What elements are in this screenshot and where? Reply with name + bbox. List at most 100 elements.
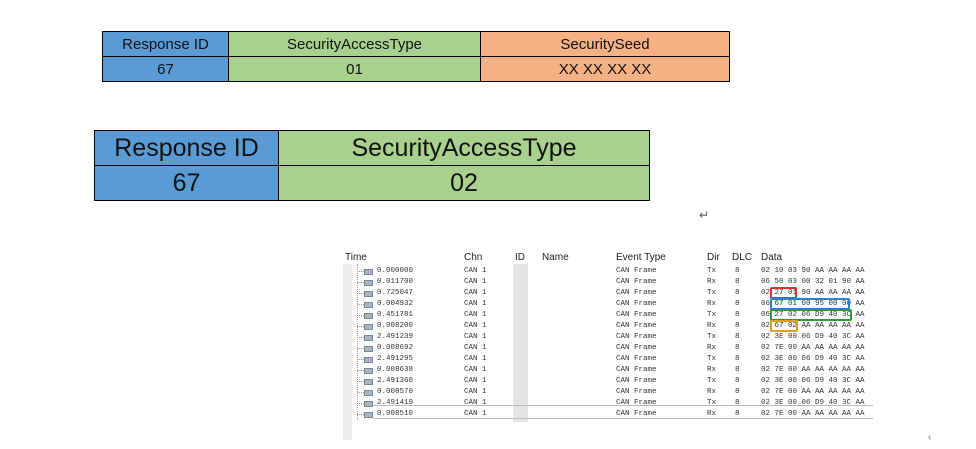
row-direction: Tx (707, 377, 717, 385)
frame-icon (364, 302, 373, 308)
row-time: 2.491239 (377, 333, 414, 341)
row-event-type: CAN Frame (616, 311, 657, 319)
tree-branch (357, 293, 364, 294)
row-direction: Rx (707, 410, 717, 418)
row-direction: Rx (707, 344, 717, 352)
value-response-id: 67 (94, 165, 279, 201)
tree-branch (357, 304, 364, 305)
header-security-access-type: SecurityAccessType (278, 130, 650, 166)
tree-branch (357, 414, 364, 415)
value-security-access-type: 02 (278, 165, 650, 201)
column-header-id[interactable]: ID (515, 252, 525, 263)
row-event-type: CAN Frame (616, 399, 657, 407)
row-channel: CAN 1 (464, 322, 487, 330)
row-data: 02 7E 00 AA AA AA AA AA (761, 388, 865, 396)
row-channel: CAN 1 (464, 311, 487, 319)
frame-icon (364, 412, 373, 418)
scroll-gutter[interactable] (343, 264, 352, 440)
column-header-event-type[interactable]: Event Type (616, 252, 666, 263)
row-time: 0.000000 (377, 267, 414, 275)
frame-icon (364, 280, 373, 286)
value-security-seed: XX XX XX XX (480, 56, 730, 82)
row-direction: Tx (707, 333, 717, 341)
row-direction: Tx (707, 399, 717, 407)
row-event-type: CAN Frame (616, 355, 657, 363)
row-data: 02 3E 00 06 D9 40 3C AA (761, 399, 865, 407)
row-time: 2.491419 (377, 399, 414, 407)
frame-icon (364, 357, 373, 363)
tree-branch (357, 403, 364, 404)
header-response-id: Response ID (94, 130, 279, 166)
frame-icon (364, 379, 373, 385)
row-data: 02 10 03 90 AA AA AA AA (761, 267, 865, 275)
value-security-access-type: 01 (228, 56, 481, 82)
row-event-type: CAN Frame (616, 344, 657, 352)
corner-mark: ‹ (928, 432, 932, 443)
frame-icon (364, 390, 373, 396)
row-channel: CAN 1 (464, 377, 487, 385)
security-seed-response-table: Response ID SecurityAccessType SecurityS… (102, 31, 730, 82)
column-header-name[interactable]: Name (542, 252, 569, 263)
row-event-type: CAN Frame (616, 322, 657, 330)
row-dlc: 8 (735, 355, 740, 363)
row-dlc: 8 (735, 333, 740, 341)
trace-row[interactable]: 2.491419 CAN 1 CAN Frame Tx 8 02 3E 00 06 D9 … (343, 398, 873, 409)
row-direction: Rx (707, 278, 717, 286)
row-channel: CAN 1 (464, 366, 487, 374)
row-dlc: 8 (735, 410, 740, 418)
row-data: 02 7E 00 AA AA AA AA AA (761, 344, 865, 352)
row-dlc: 8 (735, 377, 740, 385)
tree-branch (357, 282, 364, 283)
paragraph-return-mark: ↵ (699, 208, 710, 222)
column-header-data[interactable]: Data (761, 252, 783, 263)
row-time: 2.491295 (377, 355, 414, 363)
frame-icon (364, 313, 373, 319)
frame-icon (364, 346, 373, 352)
row-direction: Rx (707, 322, 717, 330)
row-channel: CAN 1 (464, 289, 487, 297)
row-data: 06 27 02 06 D9 40 3C AA (761, 311, 865, 319)
row-dlc: 8 (735, 289, 740, 297)
row-data: 02 3E 00 06 D9 40 3C AA (761, 333, 865, 341)
highlight-green-send-key (770, 309, 852, 321)
column-header-dlc[interactable]: DLC (732, 252, 753, 263)
row-event-type: CAN Frame (616, 410, 657, 418)
row-data: 02 67 02 AA AA AA AA AA (761, 322, 865, 330)
column-header-chn[interactable]: Chn (464, 252, 483, 263)
header-response-id: Response ID (102, 31, 229, 57)
row-channel: CAN 1 (464, 410, 487, 418)
row-data: 02 27 01 90 AA AA AA AA (761, 289, 865, 297)
row-event-type: CAN Frame (616, 366, 657, 374)
row-time: 0.008692 (377, 344, 414, 352)
can-trace-window: Time Chn ID Name Event Type Dir DLC Data… (343, 248, 873, 442)
row-channel: CAN 1 (464, 399, 487, 407)
header-security-access-type: SecurityAccessType (228, 31, 481, 57)
row-dlc: 8 (735, 267, 740, 275)
tree-line (357, 264, 358, 420)
row-direction: Tx (707, 289, 717, 297)
row-direction: Tx (707, 311, 717, 319)
column-header-time[interactable]: Time (345, 252, 367, 263)
value-response-id: 67 (102, 56, 229, 82)
row-dlc: 8 (735, 388, 740, 396)
row-dlc: 8 (735, 278, 740, 286)
blurred-id-column (513, 264, 528, 422)
column-header-dir[interactable]: Dir (707, 252, 720, 263)
tree-branch (357, 392, 364, 393)
row-time: 0.008510 (377, 410, 414, 418)
row-time: 0.725047 (377, 289, 414, 297)
row-dlc: 8 (735, 399, 740, 407)
